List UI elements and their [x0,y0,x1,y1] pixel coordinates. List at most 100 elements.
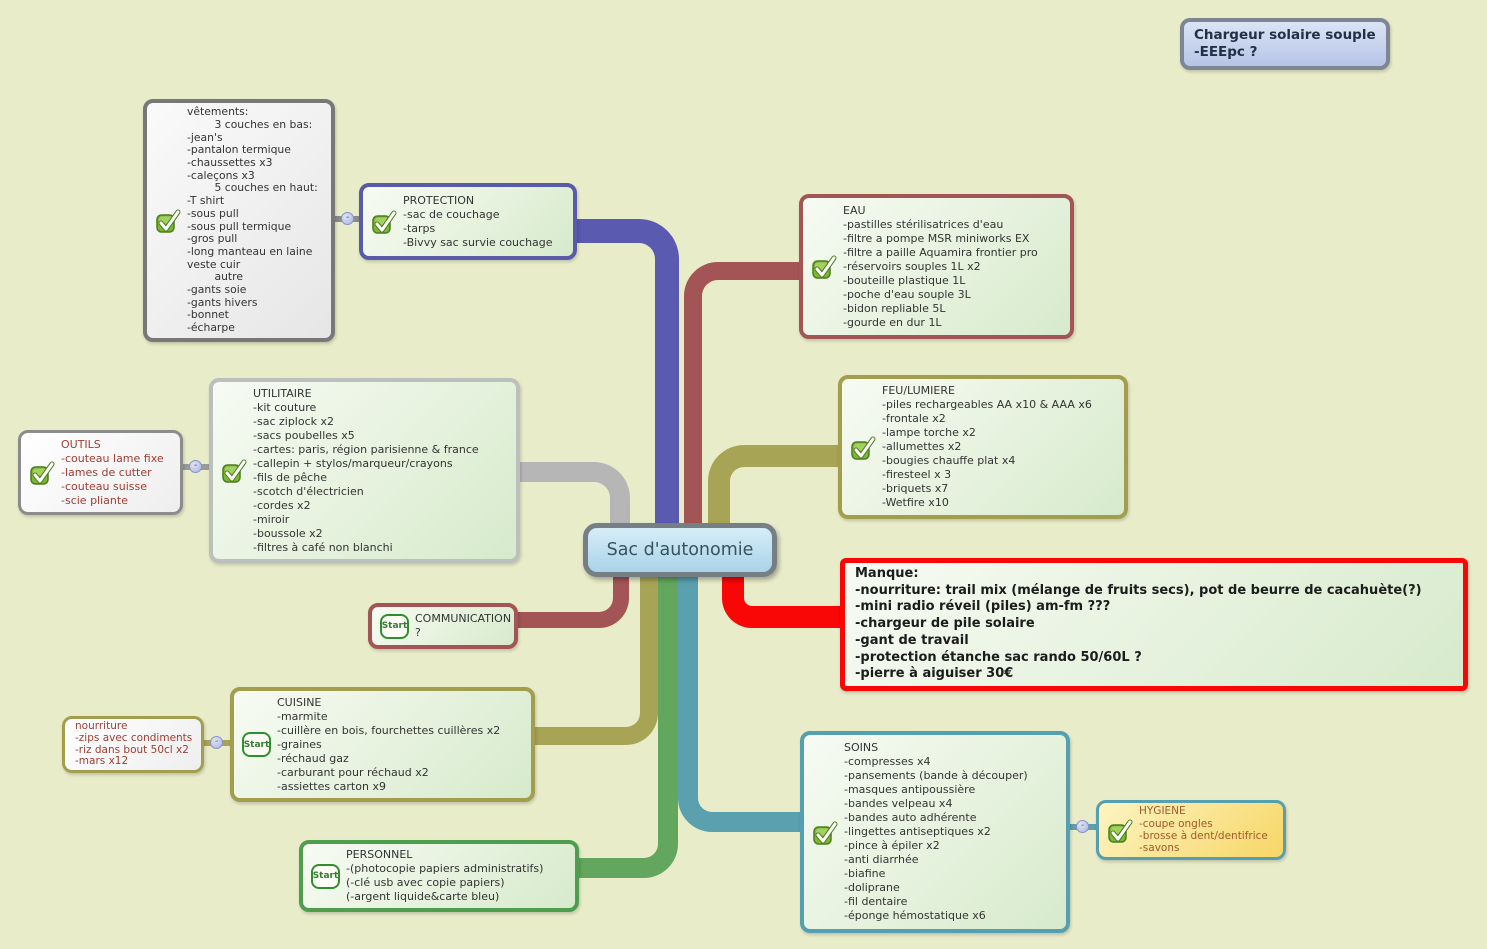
node-text-line: -bidon repliable 5L [843,301,946,315]
node-outils-text: OUTILS-couteau lame fixe-lames de cutter… [61,438,164,508]
edge-cuisine [535,565,658,745]
start-flag-icon: Start [311,863,340,889]
node-protection-text: PROTECTION-sac de couchage-tarps-Bivvy s… [403,194,553,250]
node-text-line: -(photocopie papiers administratifs) [346,862,544,875]
node-text-line: PROTECTION [403,193,475,207]
edge-manque [722,565,840,628]
node-text-line: -gants hivers [187,295,258,309]
node-text-line: -sous pull [187,206,239,220]
edge-soins [678,565,800,832]
node-manque[interactable]: Manque:-nourriture: trail mix (mélange d… [840,558,1468,691]
edge-utilitaire [520,462,630,535]
node-text-line: -masques antipoussière [844,783,976,796]
node-text-line: -gourde en dur 1L [843,315,942,329]
node-text-line: -réservoirs souples 1L x2 [843,259,981,273]
node-text-line: SOINS [844,741,879,754]
edge-feu-lumiere [708,445,838,535]
node-text-line: -pastilles stérilisatrices d'eau [843,217,1004,231]
edge-communication [518,565,629,628]
node-text-line: -poche d'eau souple 3L [843,287,971,301]
collapse-toggle-nourriture[interactable]: - [210,736,223,749]
node-eau-text: EAU-pastilles stérilisatrices d'eau-filt… [843,204,1038,330]
node-text-line: -pince à épiler x2 [844,839,940,852]
node-chargeur-solaire-text: Chargeur solaire souple-EEEpc ? [1194,27,1376,61]
node-text-line: veste cuir [187,257,241,271]
node-feu-lumiere[interactable]: FEU/LUMIERE-piles rechargeables AA x10 &… [838,375,1128,519]
node-text-line: -sac ziplock x2 [253,414,335,428]
check-icon [851,436,876,460]
node-text-line: -mini radio réveil (piles) am-fm ??? [855,599,1111,615]
node-text-line: -callepin + stylos/marqueur/crayons [253,456,453,470]
collapse-toggle-outils[interactable]: - [189,460,202,473]
node-text-line: -lampe torche x2 [882,426,976,439]
node-text-line: -EEEpc ? [1194,44,1258,60]
node-cuisine-text: CUISINE-marmite-cuillère en bois, fourch… [277,696,500,794]
node-text-line: -chargeur de pile solaire [855,616,1035,632]
node-text-line: -cuillère en bois, fourchettes cuillères… [277,723,501,737]
node-text-line: -doliprane [844,881,900,894]
start-flag-icon: Start [242,732,271,757]
node-text-line: -briquets x7 [882,482,949,495]
node-text-line: -filtre a pompe MSR miniworks EX [843,231,1030,245]
node-text-line: -zips avec condiments [75,731,193,744]
edge-eau [684,262,799,535]
node-outils[interactable]: OUTILS-couteau lame fixe-lames de cutter… [18,430,183,515]
collapse-toggle-vetements[interactable]: - [341,212,354,225]
node-text-line: -cordes x2 [253,498,311,512]
node-text-line: -assiettes carton x9 [277,779,386,793]
node-cuisine[interactable]: Start CUISINE-marmite-cuillère en bois, … [230,687,535,802]
collapse-toggle-hygiene[interactable]: - [1076,820,1089,833]
node-eau[interactable]: EAU-pastilles stérilisatrices d'eau-filt… [799,194,1074,339]
check-icon [156,209,181,233]
node-soins[interactable]: SOINS-compresses x4-pansements (bande à … [800,731,1070,933]
node-text-line: -kit couture [253,400,317,414]
node-nourriture-text: nourriture-zips avec condiments-riz dans… [75,720,193,768]
check-icon [812,255,837,279]
node-text-line: ? [415,626,421,639]
check-icon [372,210,397,234]
node-text-line: -carburant pour réchaud x2 [277,765,429,779]
node-text-line: -biafine [844,867,886,880]
node-text-line: -savons [1139,842,1180,855]
start-flag-label: Start [312,871,339,881]
node-text-line: PERSONNEL [346,848,413,861]
node-text-line: -riz dans bout 50cl x2 [75,743,189,756]
check-icon [30,461,55,485]
node-text-line: -long manteau en laine [187,244,313,258]
node-text-line: -gant de travail [855,632,969,648]
node-communication-text: COMMUNICATION? [415,612,511,640]
node-vetements[interactable]: vêtements: 3 couches en bas:-jean's-pant… [143,99,335,342]
node-text-line: -bouteille plastique 1L [843,273,966,287]
node-chargeur-solaire[interactable]: Chargeur solaire souple-EEEpc ? [1180,18,1390,70]
check-icon [1108,819,1133,843]
node-text-line: -miroir [253,512,290,526]
node-utilitaire[interactable]: UTILITAIRE-kit couture-sac ziplock x2-sa… [209,378,520,563]
node-text-line: -pierre à aiguiser 30€ [855,666,1014,682]
node-personnel[interactable]: Start PERSONNEL-(photocopie papiers admi… [299,840,579,912]
node-text-line: COMMUNICATION [415,612,512,625]
start-flag-icon: Start [380,613,409,639]
node-text-line: -chaussettes x3 [187,155,273,169]
node-hygiene[interactable]: HYGIENE-coupe ongles-brosse à dent/denti… [1096,800,1286,860]
node-text-line: -scie pliante [61,493,128,507]
node-text-line: -scotch d'électricien [253,484,364,498]
node-text-line: -frontale x2 [882,412,946,425]
node-protection[interactable]: PROTECTION-sac de couchage-tarps-Bivvy s… [359,183,577,260]
node-manque-text: Manque:-nourriture: trail mix (mélange d… [855,566,1422,683]
node-text-line: -firesteel x 3 [882,468,952,481]
node-text-line: -bandes auto adhérente [844,811,977,824]
node-text-line: -fil dentaire [844,895,908,908]
node-text-line: -pantalon termique [187,143,291,157]
node-text-line: -boussole x2 [253,526,323,540]
node-text-line: vêtements: [187,105,249,119]
node-text-line: -sous pull termique [187,219,292,233]
node-communication[interactable]: Start COMMUNICATION? [368,603,518,649]
node-soins-text: SOINS-compresses x4-pansements (bande à … [844,741,1028,923]
node-text-line: Manque: [855,566,919,582]
node-text-line: -couteau suisse [61,479,147,493]
node-text-line: autre [187,270,244,284]
node-text-line: 3 couches en bas: [187,117,313,131]
root-node[interactable]: Sac d'autonomie [583,523,777,577]
check-icon [222,459,247,483]
node-nourriture[interactable]: nourriture-zips avec condiments-riz dans… [62,716,204,773]
